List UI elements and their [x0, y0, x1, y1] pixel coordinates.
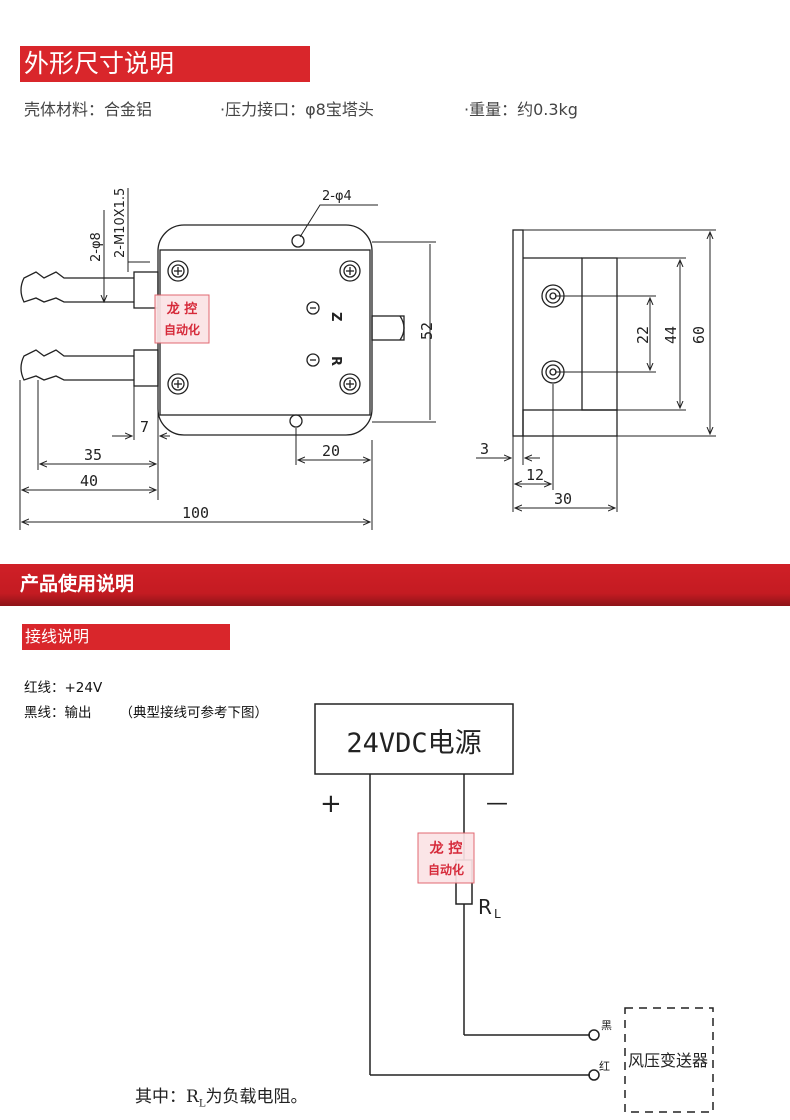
mount-hole-top: [291, 234, 305, 248]
screw-icon: [167, 373, 189, 395]
dim-100: 100: [182, 504, 209, 522]
spec-material: 壳体材料：合金铝: [24, 100, 153, 119]
minus-sign: —: [486, 791, 508, 816]
subsection-header-wiring: 接线说明: [22, 624, 230, 650]
side-tube: [371, 315, 405, 341]
svg-text:自动化: 自动化: [164, 322, 200, 337]
spec-weight: ·重量：约0.3kg: [464, 100, 578, 119]
section-title-usage: 产品使用说明: [20, 573, 135, 595]
terminal-red-label: 红: [599, 1060, 610, 1073]
label-thread: 2-M10X1.5: [113, 188, 128, 258]
transmitter-box: [624, 1007, 714, 1113]
hose-barb-bottom: [20, 349, 134, 381]
footnote-sub: L: [198, 1098, 206, 1110]
black-wire-label: 黑线：输出: [24, 705, 92, 721]
front-view: [20, 224, 405, 436]
label-tube: 2-φ8: [89, 232, 104, 262]
watermark-logo: 龙 控 自动化: [154, 294, 210, 344]
label-holes: 2-φ4: [322, 189, 352, 204]
side-view: [512, 229, 618, 437]
section-header-usage: 产品使用说明: [0, 564, 790, 606]
port-r-icon: [306, 353, 320, 367]
black-wire-note: （典型接线可参考下图）: [119, 705, 269, 721]
port-r-label: R: [328, 356, 343, 366]
screw-icon: [167, 260, 189, 282]
red-wire-text: 红线：+24V: [24, 680, 103, 696]
screw-icon: [339, 373, 361, 395]
section-title-dimensions: 外形尺寸说明: [24, 49, 175, 78]
dim-60: 60: [690, 326, 708, 344]
spec-line: 壳体材料：合金铝 ·压力接口：φ8宝塔头 ·重量：约0.3kg: [24, 96, 578, 172]
dim-52: 52: [418, 322, 436, 340]
black-wire-text: 黑线：输出 （典型接线可参考下图）: [24, 701, 268, 721]
footnote-prefix: 其中：R: [135, 1087, 199, 1107]
dim-3: 3: [480, 440, 489, 458]
terminal-black-label: 黑: [601, 1019, 612, 1032]
section-header-dimensions: 外形尺寸说明: [20, 46, 310, 82]
dim-40: 40: [80, 472, 98, 490]
svg-text:自动化: 自动化: [428, 862, 464, 877]
plus-sign: +: [320, 789, 342, 819]
subsection-title-wiring: 接线说明: [25, 627, 90, 646]
dim-22: 22: [634, 326, 652, 344]
dim-7: 7: [140, 418, 149, 436]
dim-12: 12: [526, 466, 544, 484]
svg-text:龙 控: 龙 控: [429, 840, 463, 857]
power-supply-box: [314, 703, 514, 775]
rl-label: R: [478, 895, 492, 919]
dim-44: 44: [662, 326, 680, 344]
tube-block-top: [133, 271, 159, 309]
power-label: 24VDC电源: [346, 728, 481, 759]
rl-sub: L: [494, 907, 501, 921]
terminal-red: [588, 1069, 600, 1081]
dim-30: 30: [554, 490, 572, 508]
screw-icon: [339, 260, 361, 282]
watermark-logo: 龙 控 自动化: [417, 832, 475, 884]
terminal-black: [588, 1029, 600, 1041]
device-label: 风压变送器: [628, 1051, 708, 1070]
side-dimensions: [476, 229, 716, 512]
footnote: 其中：RL为负载电阻。: [135, 1082, 307, 1109]
port-z-icon: [306, 301, 320, 315]
dim-35: 35: [84, 446, 102, 464]
port-z-label: Z: [328, 312, 343, 321]
dim-20: 20: [322, 442, 340, 460]
spec-port: ·压力接口：φ8宝塔头: [220, 100, 374, 119]
hose-barb-top: [20, 271, 134, 303]
front-dimensions: [19, 188, 436, 530]
tube-block-bottom: [133, 349, 159, 387]
footnote-suffix: 为负载电阻。: [205, 1087, 308, 1107]
mount-hole-bottom: [289, 414, 303, 428]
svg-text:龙 控: 龙 控: [167, 301, 198, 317]
